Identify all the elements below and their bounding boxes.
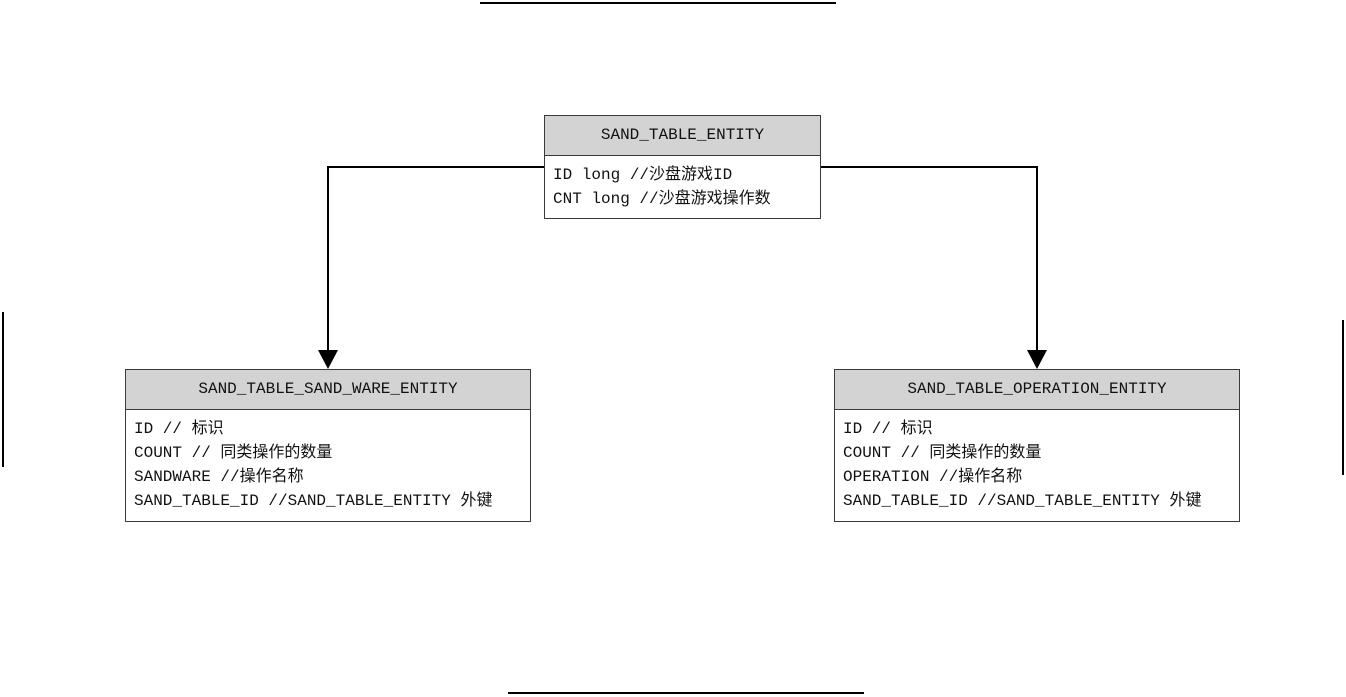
connector-sand-table-to-operation: [820, 166, 1038, 352]
field-cnt: CNT long //沙盘游戏操作数: [553, 190, 771, 208]
top-edge-rule: [480, 2, 836, 4]
field-sand-table-id: SAND_TABLE_ID //SAND_TABLE_ENTITY 外键: [843, 492, 1202, 510]
entity-sand-table[interactable]: SAND_TABLE_ENTITY ID long //沙盘游戏ID CNT l…: [544, 115, 821, 219]
entity-title: SAND_TABLE_ENTITY: [545, 116, 820, 156]
field-count: COUNT // 同类操作的数量: [134, 444, 333, 462]
arrowhead-sand-ware-icon: [318, 350, 338, 369]
field-id: ID // 标识: [843, 420, 933, 438]
entity-title: SAND_TABLE_SAND_WARE_ENTITY: [126, 370, 530, 410]
entity-fields: ID // 标识 COUNT // 同类操作的数量 SANDWARE //操作名…: [126, 410, 530, 517]
left-edge-rule: [2, 312, 4, 467]
field-count: COUNT // 同类操作的数量: [843, 444, 1042, 462]
arrowhead-operation-icon: [1027, 350, 1047, 369]
field-sandware: SANDWARE //操作名称: [134, 468, 304, 486]
right-edge-rule: [1342, 320, 1344, 475]
field-id: ID long //沙盘游戏ID: [553, 166, 733, 184]
field-id: ID // 标识: [134, 420, 224, 438]
entity-fields: ID // 标识 COUNT // 同类操作的数量 OPERATION //操作…: [835, 410, 1239, 517]
field-sand-table-id: SAND_TABLE_ID //SAND_TABLE_ENTITY 外键: [134, 492, 493, 510]
connector-sand-table-to-sand-ware: [327, 166, 545, 352]
entity-title: SAND_TABLE_OPERATION_ENTITY: [835, 370, 1239, 410]
entity-fields: ID long //沙盘游戏ID CNT long //沙盘游戏操作数: [545, 156, 820, 215]
entity-operation[interactable]: SAND_TABLE_OPERATION_ENTITY ID // 标识 COU…: [834, 369, 1240, 522]
entity-sand-ware[interactable]: SAND_TABLE_SAND_WARE_ENTITY ID // 标识 COU…: [125, 369, 531, 522]
bottom-edge-rule: [508, 692, 864, 694]
field-operation: OPERATION //操作名称: [843, 468, 1023, 486]
